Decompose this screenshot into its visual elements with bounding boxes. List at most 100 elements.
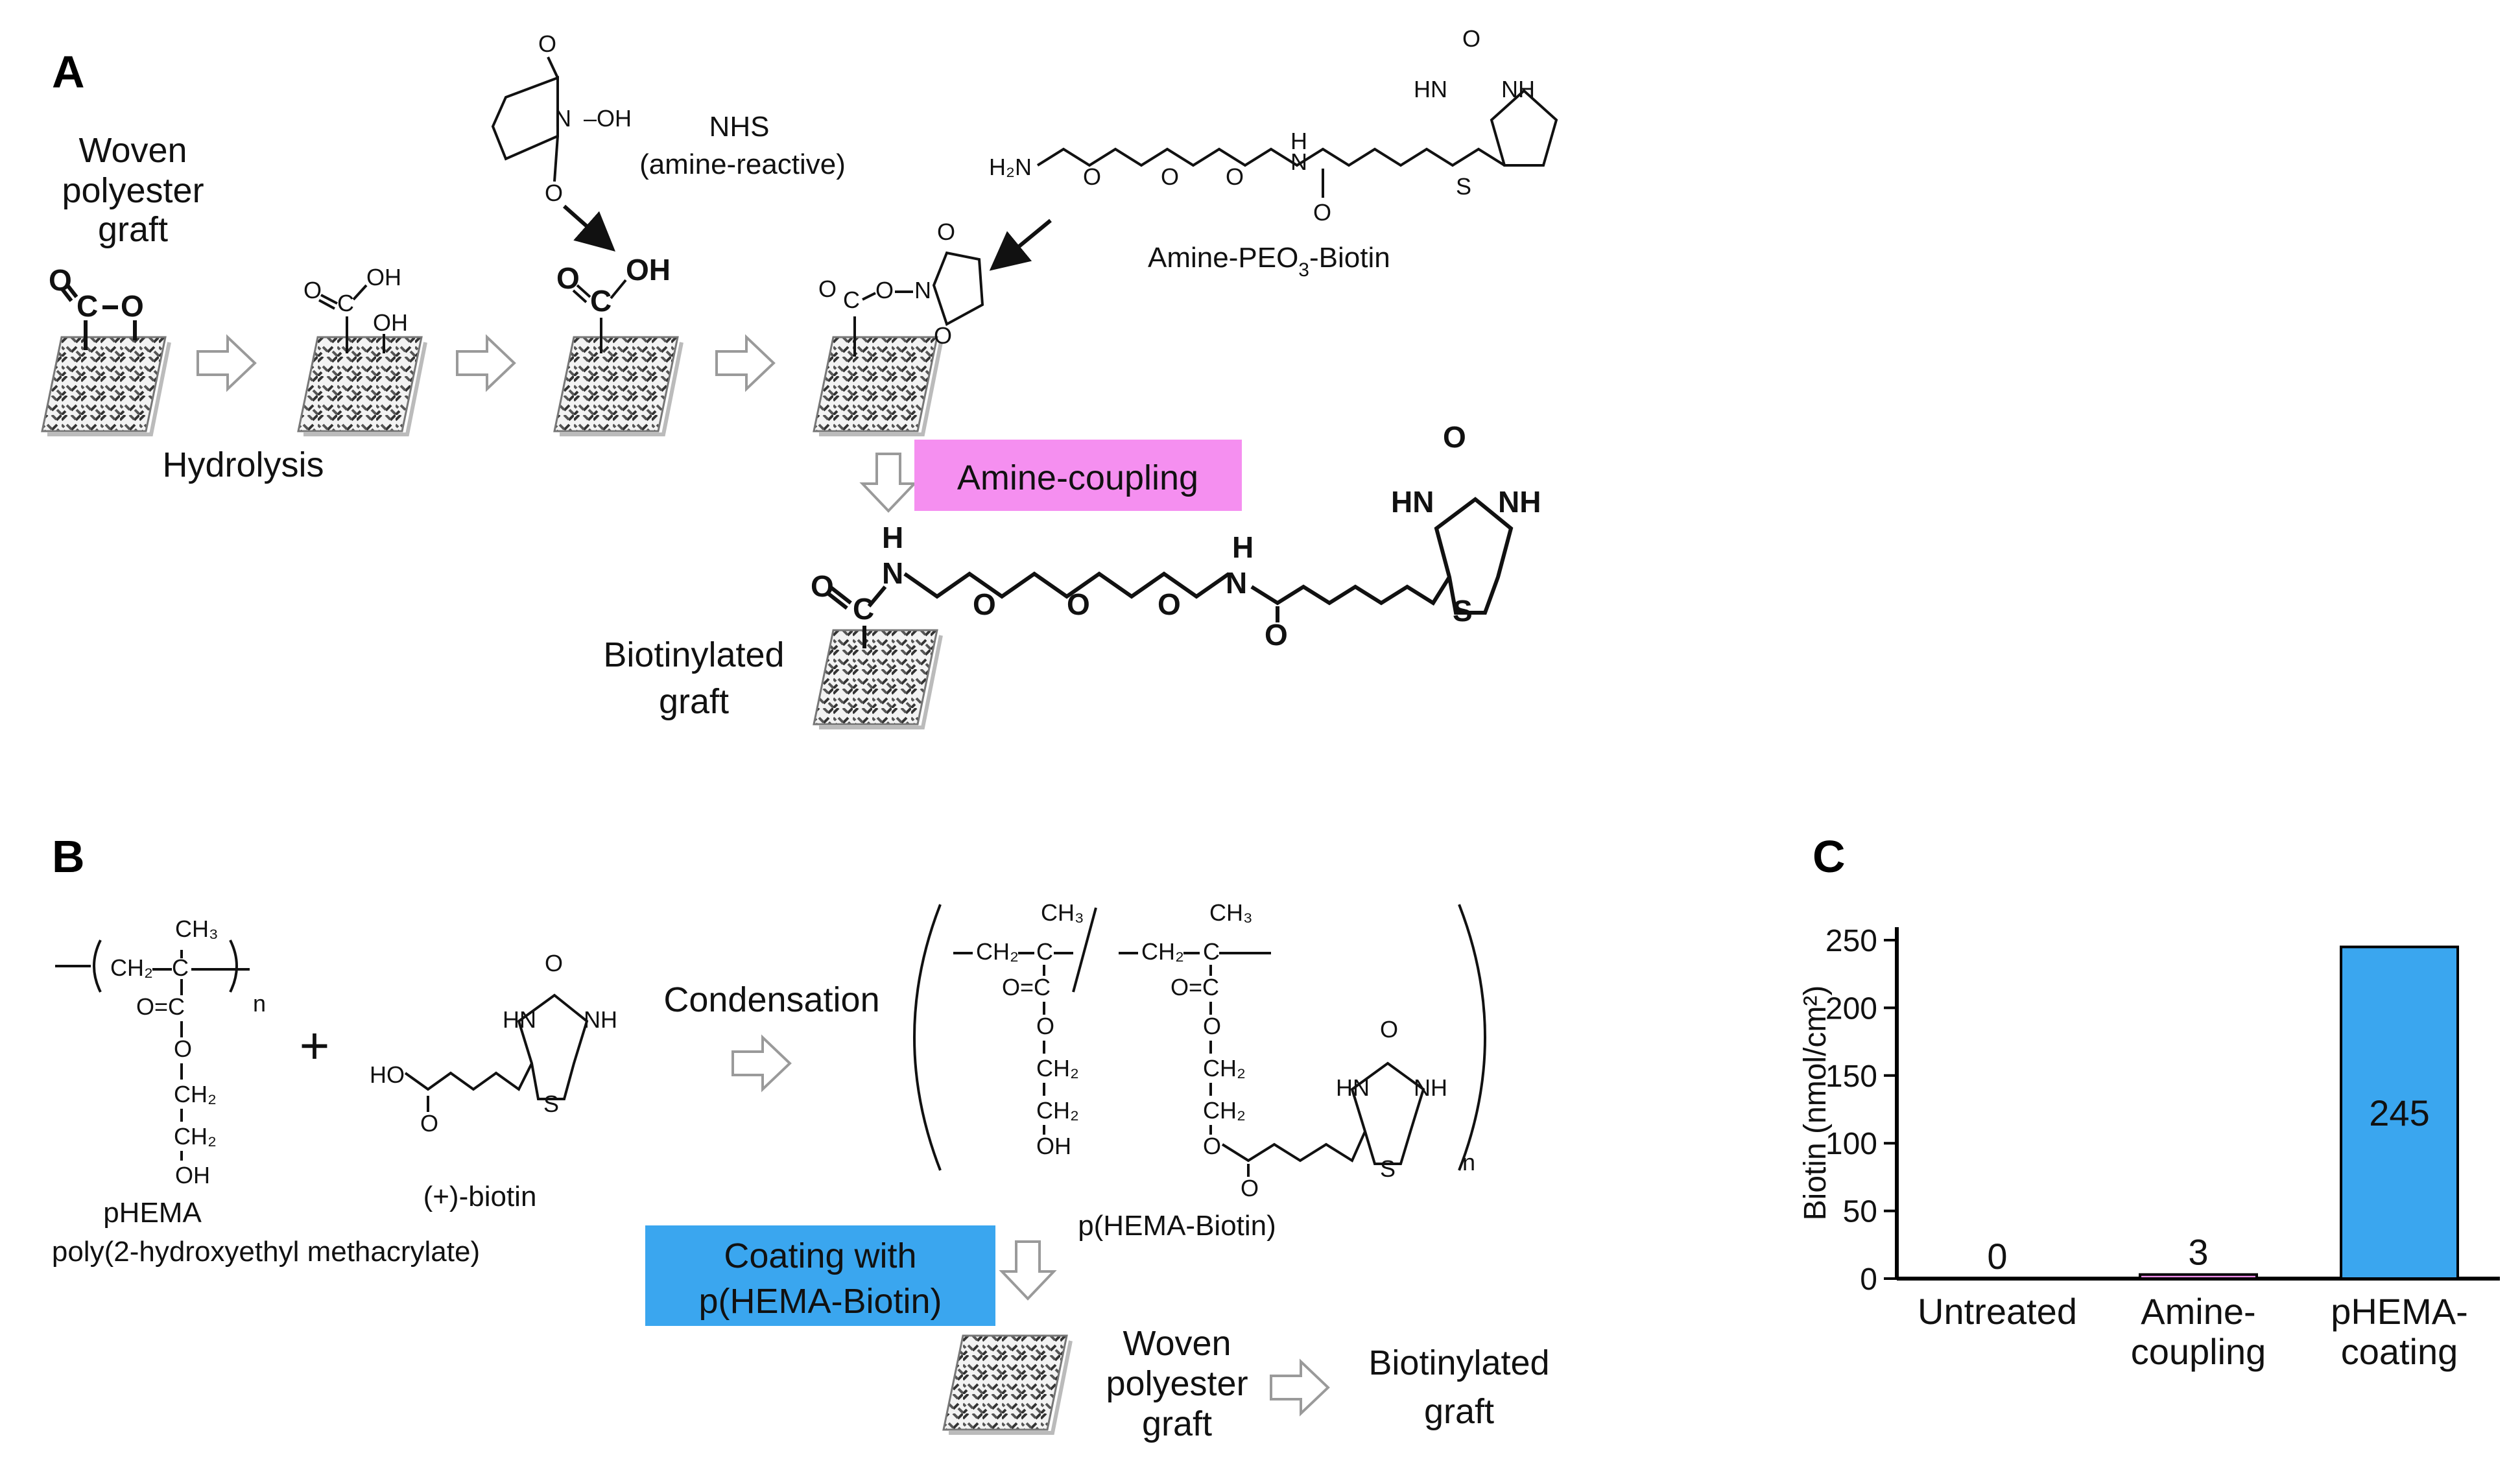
svg-text:S: S (1380, 1155, 1396, 1182)
svg-text:C: C (337, 290, 354, 316)
bar-value-label: 245 (2369, 1093, 2429, 1133)
woven-graft-label-2: polyester (62, 171, 204, 210)
svg-text:C: C (172, 954, 189, 981)
biotinylated-graft-b-label-2: graft (1424, 1392, 1494, 1431)
bar-1 (2139, 1273, 2258, 1280)
x-category-label: pHEMA- (2331, 1291, 2468, 1332)
svg-text:CH₂: CH₂ (1203, 1055, 1246, 1081)
plus-sign: + (300, 1017, 330, 1074)
svg-text:CH₂: CH₂ (174, 1081, 217, 1107)
svg-text:HN: HN (503, 1006, 536, 1033)
svg-text:O: O (934, 322, 952, 349)
svg-text:N: N (1290, 148, 1307, 175)
svg-text:–OH: –OH (584, 105, 632, 132)
svg-text:CH₃: CH₃ (175, 916, 219, 942)
phema-full-name: poly(2-hydroxyethyl methacrylate) (52, 1236, 480, 1268)
svg-text:C: C (1203, 938, 1220, 965)
svg-text:H: H (882, 521, 903, 554)
svg-text:O: O (1380, 1016, 1398, 1043)
svg-text:CH₂: CH₂ (110, 954, 153, 981)
svg-text:O: O (49, 263, 72, 297)
nhs-label: NHS (709, 111, 770, 143)
svg-text:C: C (590, 284, 612, 318)
svg-text:O: O (1203, 1013, 1221, 1039)
svg-text:CH₂: CH₂ (174, 1123, 217, 1150)
svg-text:O: O (1158, 587, 1181, 621)
svg-text:O: O (1083, 163, 1101, 190)
svg-text:OH: OH (373, 309, 408, 336)
amine-peo-biotin-label: Amine-PEO3-Biotin (1148, 242, 1390, 281)
svg-text:NH: NH (1414, 1074, 1447, 1101)
panel-a: A Woven polyester graft O C O Hydrolysis… (42, 25, 1558, 727)
svg-text:H₂N: H₂N (989, 154, 1032, 180)
svg-text:HO: HO (370, 1061, 405, 1088)
svg-text:N: N (914, 277, 931, 303)
svg-text:S: S (543, 1091, 559, 1117)
svg-text:OH: OH (366, 264, 401, 290)
svg-text:C: C (853, 592, 874, 626)
woven-graft-b-label-1: Woven (1123, 1324, 1231, 1363)
svg-text:O=C: O=C (1171, 974, 1219, 1000)
svg-text:O: O (174, 1035, 192, 1062)
svg-text:O: O (1203, 1133, 1221, 1159)
svg-text:N: N (882, 556, 903, 590)
svg-text:NH: NH (584, 1006, 617, 1033)
svg-text:O: O (420, 1110, 438, 1137)
biotinylated-graft-b-label-1: Biotinylated (1368, 1343, 1549, 1382)
svg-text:O: O (973, 587, 996, 621)
svg-text:H: H (1232, 530, 1254, 564)
fabric-ester: O C O (42, 263, 169, 434)
amine-coupling-box (914, 440, 1242, 511)
svg-text:O: O (1067, 587, 1090, 621)
fabric-nhs-ester: O C O N O O (814, 219, 1052, 434)
y-tick-label: 250 (1825, 924, 1877, 958)
woven-graft-b-label-2: polyester (1106, 1364, 1248, 1403)
y-tick-label: 100 (1825, 1127, 1877, 1161)
svg-text:H: H (1290, 128, 1307, 154)
condensation-label: Condensation (663, 980, 879, 1019)
svg-text:O: O (1241, 1175, 1259, 1201)
copolymer-structure: n CH₂ C CH₃ O=C O CH₂ CH₂ OH CH₂ C CH₃ (913, 899, 1486, 1201)
svg-text:O: O (121, 289, 144, 323)
arrow-step-3 (715, 336, 775, 390)
coating-label-2: p(HEMA-Biotin) (698, 1282, 942, 1321)
svg-text:O: O (538, 30, 556, 57)
svg-text:OH: OH (626, 253, 671, 287)
svg-text:S: S (1456, 173, 1471, 200)
svg-text:HN: HN (1414, 76, 1447, 102)
svg-text:O: O (545, 950, 563, 976)
phema-structure: CH₂ C CH₃ n O=C O CH₂ CH₂ OH (55, 916, 266, 1188)
arrow-hydrolysis (196, 336, 256, 390)
x-category-label: Untreated (1918, 1291, 2077, 1332)
fabric-carboxyl: O C OH (554, 253, 682, 434)
panel-b-letter: B (52, 831, 85, 882)
svg-text:CH₃: CH₃ (1209, 899, 1253, 926)
arrow-to-biotinylated (1270, 1360, 1329, 1415)
svg-text:O: O (811, 569, 834, 603)
hydrolysis-label: Hydrolysis (162, 445, 324, 484)
svg-text:N: N (1226, 566, 1247, 600)
woven-graft-label-3: graft (98, 210, 168, 249)
svg-text:C: C (1036, 938, 1053, 965)
svg-text:S: S (1453, 594, 1473, 628)
svg-text:O: O (1036, 1013, 1054, 1039)
woven-graft-label-1: Woven (78, 131, 187, 170)
svg-text:O: O (1226, 163, 1244, 190)
svg-text:O: O (1313, 199, 1331, 226)
arrow-step-2 (456, 336, 516, 390)
svg-text:NH: NH (1498, 485, 1541, 519)
svg-text:NH: NH (1501, 76, 1535, 102)
svg-text:HN: HN (1336, 1074, 1370, 1101)
svg-text:O: O (875, 277, 894, 303)
y-tick-label: 150 (1825, 1059, 1877, 1094)
svg-text:OH: OH (1036, 1133, 1071, 1159)
copolymer-label: p(HEMA-Biotin) (1078, 1210, 1276, 1242)
panel-b: B CH₂ C CH₃ n O=C O CH₂ CH₂ OH pHEMA pol… (52, 831, 1550, 1443)
svg-text:O=C: O=C (1002, 974, 1051, 1000)
biotinylated-graft-label-2: graft (659, 682, 729, 721)
amine-coupling-label: Amine-coupling (957, 458, 1198, 497)
nhs-desc: (amine-reactive) (639, 148, 846, 180)
y-tick-label: 200 (1825, 991, 1877, 1026)
bar-value-label: 3 (2188, 1232, 2208, 1273)
